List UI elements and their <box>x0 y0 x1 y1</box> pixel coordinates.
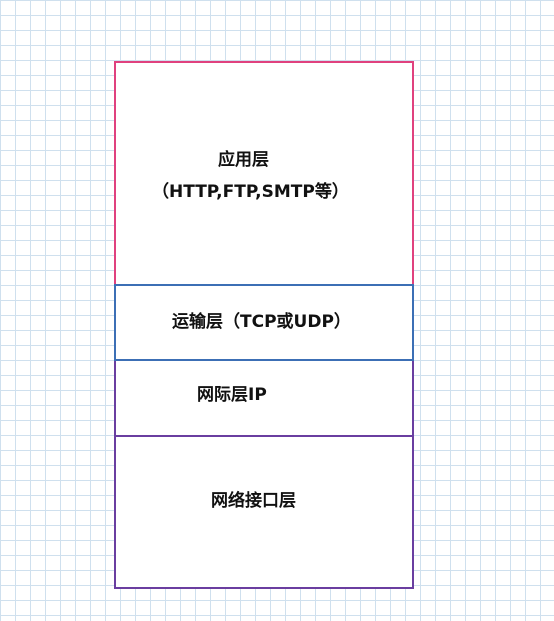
network-layer-box: 网际层IP <box>114 359 414 437</box>
link-layer-box: 网络接口层 <box>114 435 414 589</box>
application-layer-title: 应用层 <box>218 150 269 170</box>
transport-layer-label: 运输层（TCP或UDP） <box>172 312 351 332</box>
application-layer-box: 应用层 （HTTP,FTP,SMTP等） <box>114 61 414 286</box>
transport-layer-box: 运输层（TCP或UDP） <box>114 284 414 361</box>
link-layer-label: 网络接口层 <box>211 491 296 511</box>
application-layer-protocols: （HTTP,FTP,SMTP等） <box>152 182 349 202</box>
network-layer-label: 网际层IP <box>197 385 267 405</box>
